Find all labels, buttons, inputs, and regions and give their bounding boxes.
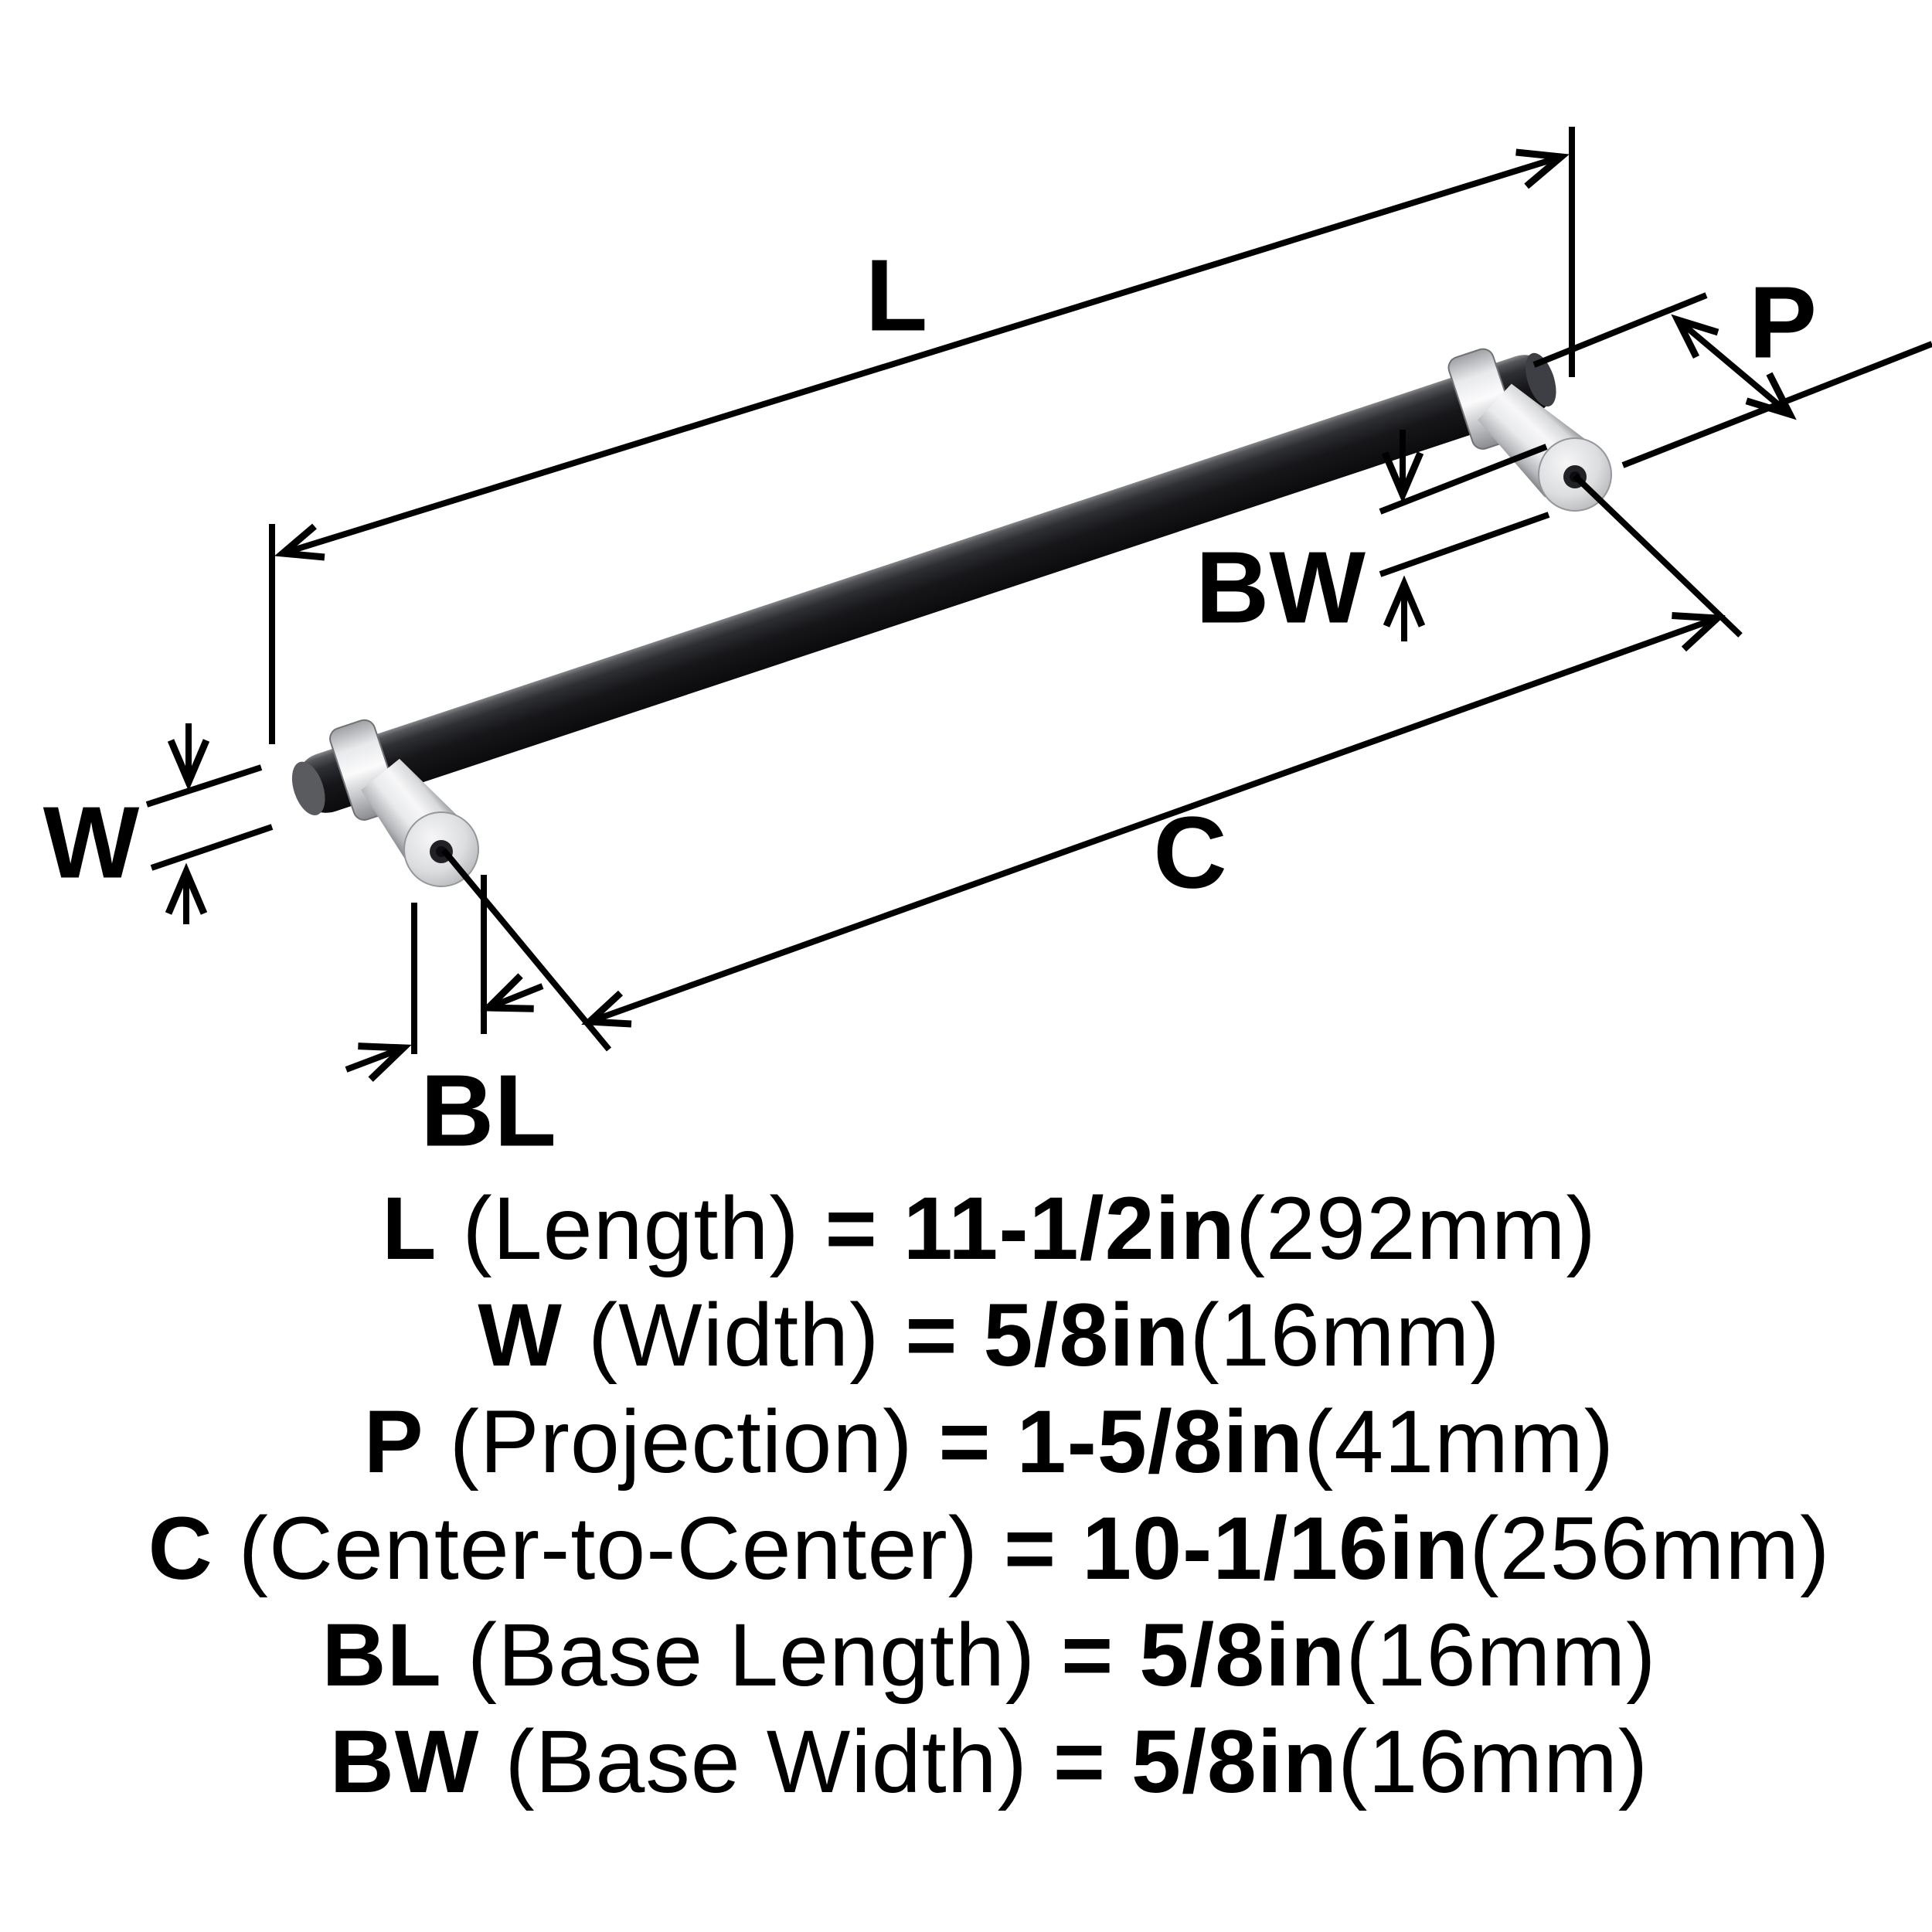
spec-name: (Projection) [423,1393,939,1492]
label-base-length: BL [420,1054,556,1168]
equals-sign: = [938,1393,992,1492]
dim-base-width: BW [1196,430,1550,645]
label-center-to-center: C [1153,796,1226,910]
spec-value: 5/8in [1106,1713,1338,1811]
dim-projection-ref-top [1532,292,1708,368]
spec-metric: (16mm) [1338,1713,1649,1811]
spec-code: P [363,1393,424,1492]
spec-metric: (256mm) [1469,1499,1831,1598]
spec-code: BW [329,1713,480,1811]
spec-metric: (16mm) [1345,1606,1657,1705]
dim-projection: P [1532,266,1932,468]
dim-projection-line [1675,317,1797,420]
equals-sign: = [1053,1713,1107,1811]
spec-line-base-width: BW (Base Width) = 5/8in(16mm) [23,1709,1932,1815]
label-projection: P [1749,266,1817,379]
dim-center-leader-left [440,848,612,1052]
spec-code: L [382,1179,437,1278]
spec-value: 10-1/16in [1056,1499,1470,1598]
spec-value: 5/8in [957,1286,1190,1385]
dim-center-leader-right [1573,474,1743,638]
dim-width-tick-top [145,764,263,808]
dim-center-arrowhead-left [581,990,632,1028]
dim-base-length: BL [345,875,556,1168]
dim-width: W [43,723,274,924]
spec-value: 5/8in [1114,1606,1346,1705]
spec-value: 1-5/8in [991,1393,1304,1492]
spec-metric: (41mm) [1303,1393,1615,1492]
spec-name: (Base Length) [441,1606,1062,1705]
spec-metric: (16mm) [1189,1286,1501,1385]
spec-text-block: L (Length) = 11-1/2in(292mm) W (Width) =… [23,1175,1932,1815]
dim-length-line [281,148,1570,556]
spec-line-length: L (Length) = 11-1/2in(292mm) [23,1175,1932,1282]
equals-sign: = [1061,1606,1114,1705]
dim-projection-arrowhead-top [1671,314,1719,359]
label-width: W [43,786,140,900]
handle-bar [296,355,1555,813]
dim-center-line [588,612,1726,1025]
label-base-width: BW [1196,531,1366,645]
label-length: L [866,239,928,352]
dim-length-arrowhead-left [274,523,325,561]
dim-base-width-tick-bottom [1379,512,1550,577]
spec-line-base-length: BL (Base Length) = 5/8in(16mm) [23,1602,1932,1709]
dim-center-to-center: C [440,474,1743,1052]
dim-base-length-arrow-left [345,1043,412,1082]
spec-code: W [478,1286,563,1385]
spec-name: (Width) [562,1286,906,1385]
handle-assembly [291,348,1612,887]
dim-base-length-arrow-right [480,973,544,1012]
spec-name: (Base Width) [479,1713,1053,1811]
spec-value: 11-1/2in [877,1179,1236,1278]
handle-bar-right-end-cap [1526,352,1556,406]
equals-sign: = [825,1179,878,1278]
equals-sign: = [1003,1499,1057,1598]
spec-code: BL [321,1606,442,1705]
spec-metric: (292mm) [1235,1179,1597,1278]
equals-sign: = [905,1286,958,1385]
handle-bar-left-end-cap [291,761,325,815]
spec-code: C [148,1499,213,1598]
spec-name: (Center-to-Center) [213,1499,1004,1598]
spec-line-center-to-center: C (Center-to-Center) = 10-1/16in(256mm) [23,1495,1932,1602]
spec-line-width: W (Width) = 5/8in(16mm) [23,1282,1932,1389]
spec-name: (Length) [437,1179,825,1278]
dim-length: L [269,127,1575,744]
dim-width-tick-bottom [150,824,274,871]
spec-line-projection: P (Projection) = 1-5/8in(41mm) [23,1389,1932,1495]
